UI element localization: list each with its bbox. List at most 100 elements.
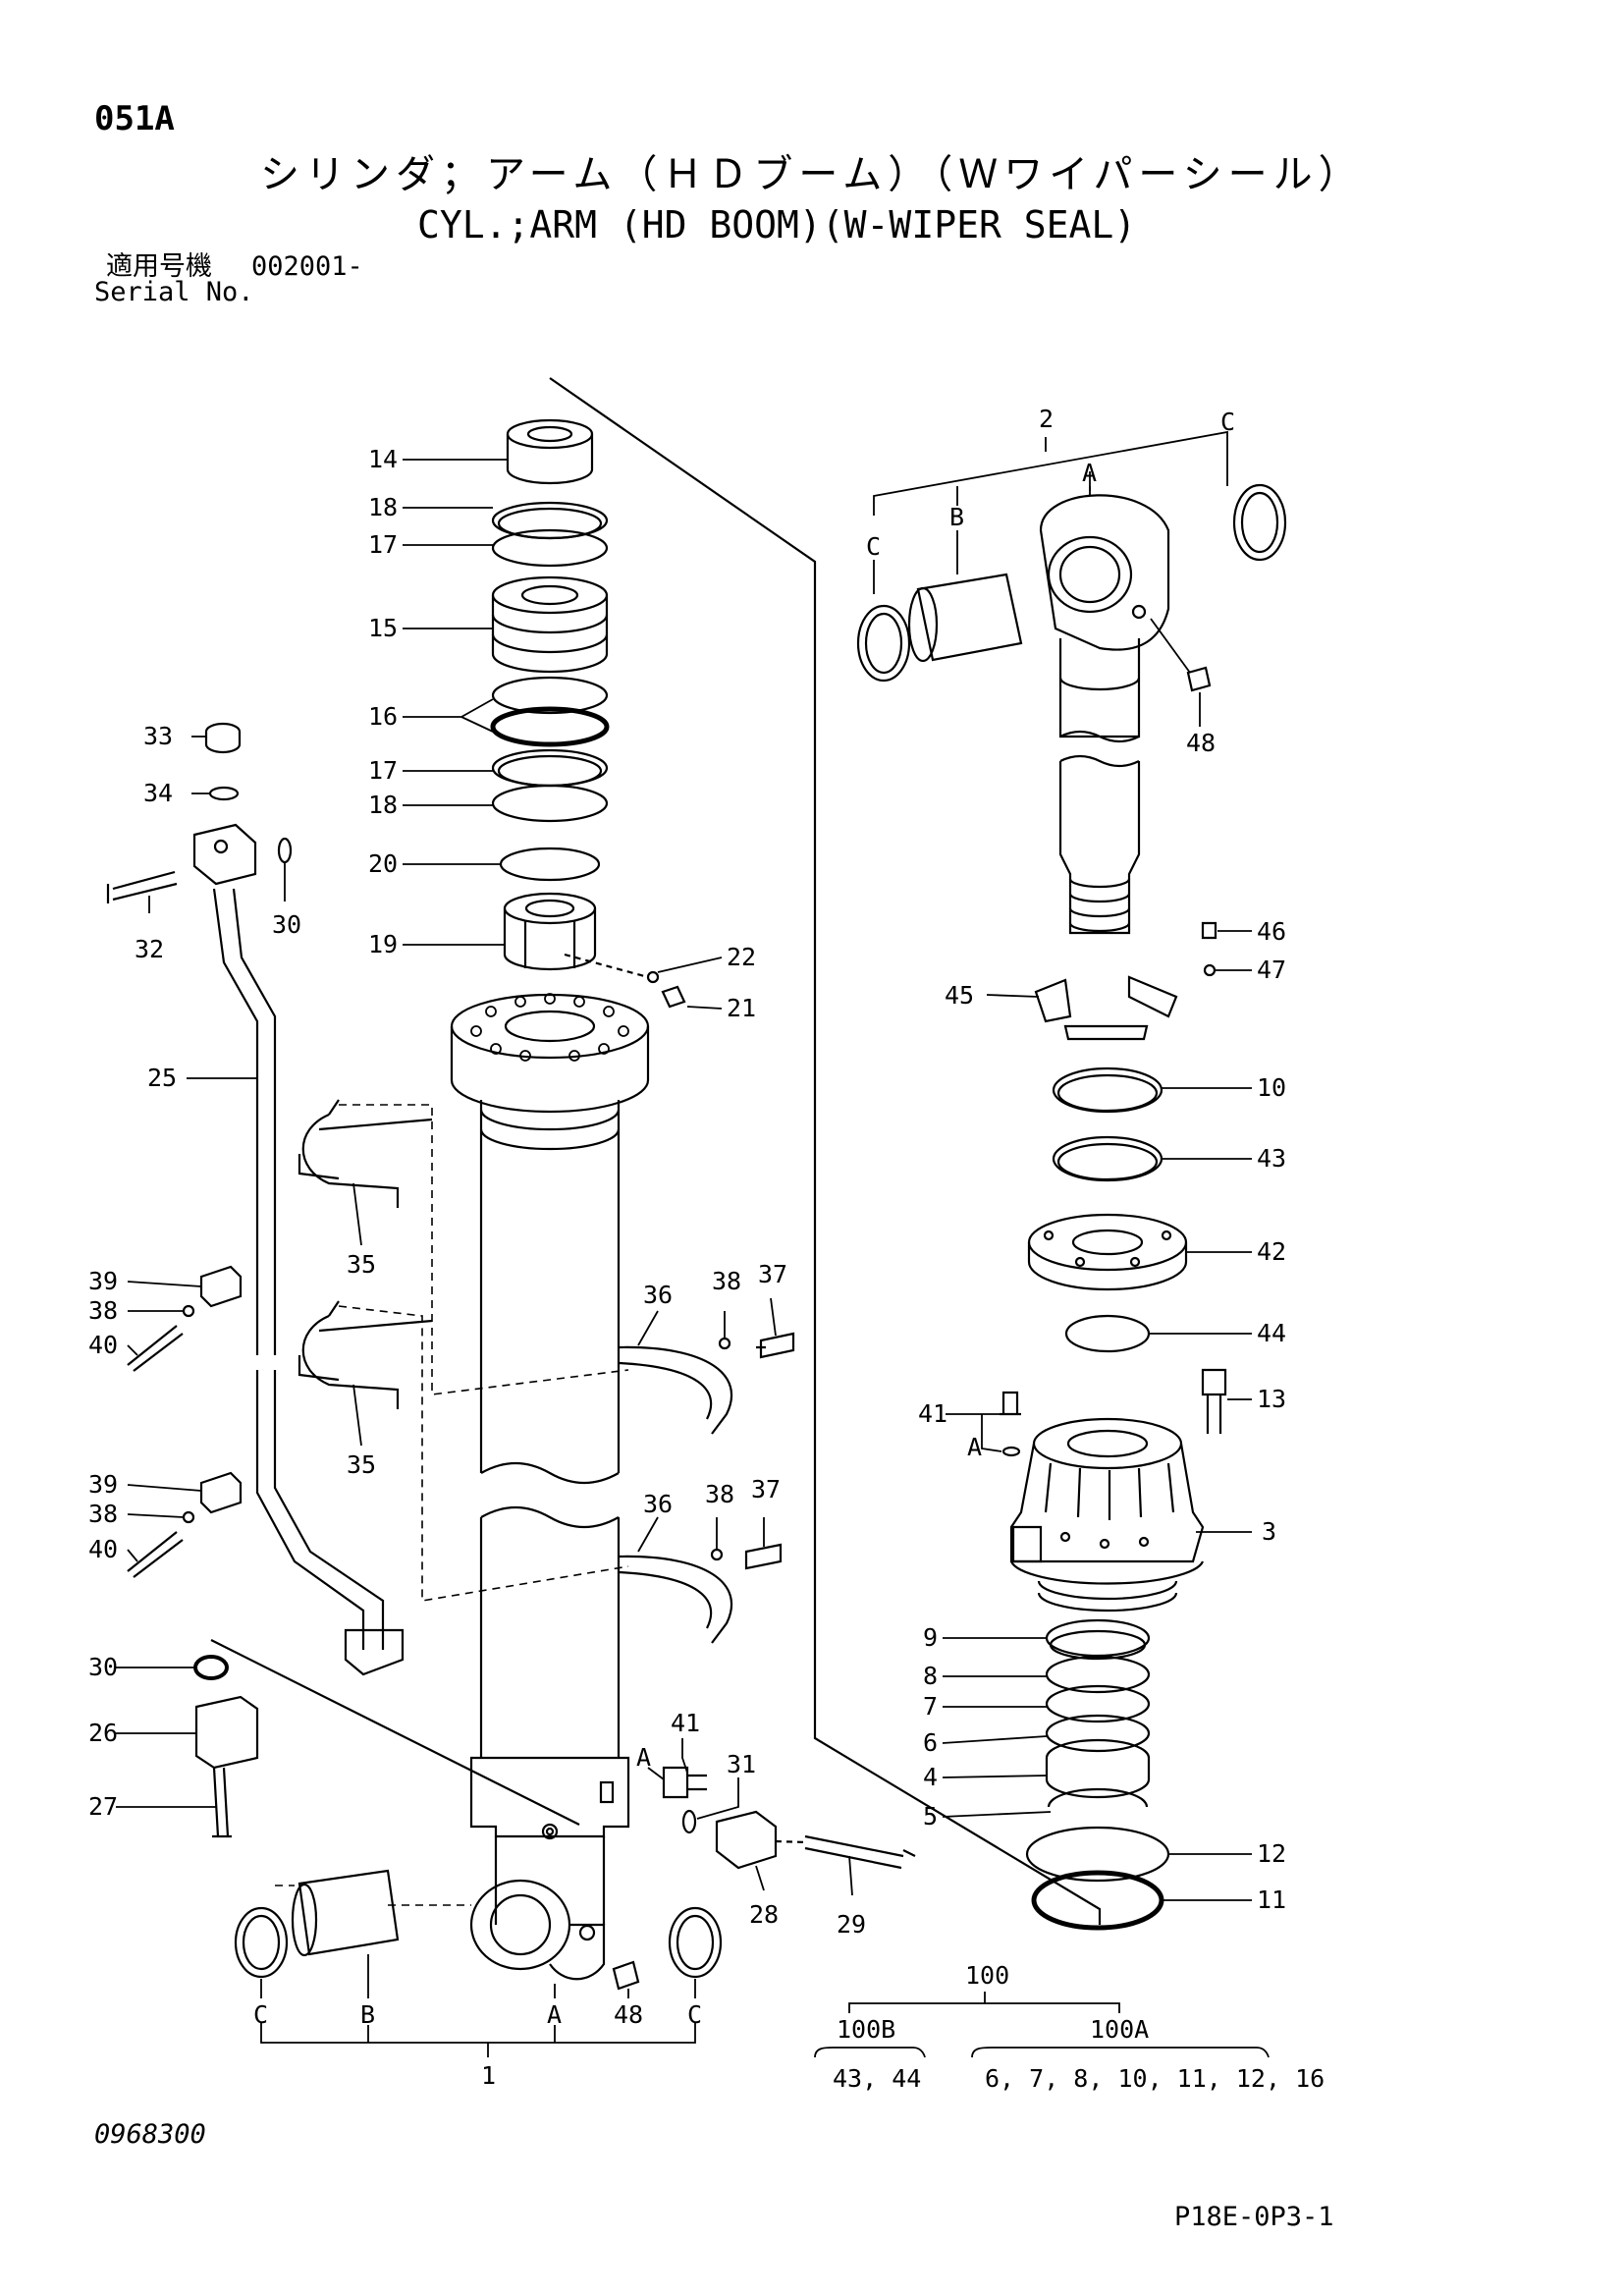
callout-39-lower: 39 — [88, 1470, 118, 1499]
kit-total: 100 — [965, 1961, 1009, 1990]
part-3-rod-cover — [1009, 1417, 1205, 1613]
part-47-washer — [1203, 963, 1217, 977]
callout-1: 1 — [481, 2061, 496, 2090]
callout-36-lower: 36 — [643, 1490, 673, 1518]
kit-a-label: 100A — [1090, 2015, 1149, 2044]
callout-c-upper-left: C — [866, 532, 881, 561]
callout-40: 40 — [88, 1331, 118, 1359]
part-35-clamp-lower — [301, 1300, 433, 1409]
callout-7: 7 — [923, 1692, 938, 1721]
callout-18-lower: 18 — [368, 791, 398, 819]
part-41-fitting — [662, 1766, 707, 1799]
callout-b-left: B — [360, 2000, 375, 2029]
part-31-oring — [681, 1809, 697, 1834]
part-17-ring — [491, 528, 609, 568]
piston-stack — [490, 418, 686, 1009]
part-48-grease-nipple — [612, 1960, 640, 1991]
callout-39: 39 — [88, 1267, 118, 1295]
part-18-ring-lower — [491, 784, 609, 823]
leader-lines — [116, 430, 1270, 2058]
callout-38: 38 — [88, 1296, 118, 1325]
part-c-seal-upper-right — [1232, 483, 1287, 562]
part-20-washer — [499, 847, 601, 882]
part-29-bolt — [804, 1834, 916, 1870]
part-42-cover — [1027, 1213, 1188, 1291]
callout-17-lower: 17 — [368, 756, 398, 785]
callout-45: 45 — [945, 981, 974, 1010]
part-15-piston — [491, 575, 609, 674]
page-code: 051A — [94, 99, 175, 138]
callout-26: 26 — [88, 1719, 118, 1747]
serial-number-value: 002001- — [251, 251, 363, 282]
callout-8: 8 — [923, 1662, 938, 1690]
cylinder-tube — [450, 993, 650, 1981]
part-13-bolt — [1201, 1368, 1227, 1434]
part-16-ring — [491, 676, 609, 715]
callout-18: 18 — [368, 493, 398, 521]
callout-a-upper: A — [1082, 459, 1097, 487]
callout-c-upper-right: C — [1220, 408, 1235, 436]
callout-17: 17 — [368, 530, 398, 559]
callout-9: 9 — [923, 1623, 938, 1652]
callout-40-lower: 40 — [88, 1535, 118, 1563]
callout-48: 48 — [614, 2000, 643, 2029]
part-b-bushing-upper — [916, 573, 1023, 662]
callout-38-right: 38 — [712, 1267, 741, 1295]
part-45-lock-right — [1127, 975, 1178, 1018]
assembly-boundary-lines — [210, 377, 1102, 1925]
callout-labels: 14 18 17 15 16 17 18 20 19 22 21 33 34 3… — [88, 405, 1286, 2090]
part-40-bolt-upper — [127, 1325, 184, 1372]
callout-19: 19 — [368, 930, 398, 958]
serial-label-japanese: 適用号機 — [106, 251, 212, 282]
part-39-block-upper — [199, 1265, 243, 1308]
part-36-band-lower — [618, 1555, 733, 1644]
callout-12: 12 — [1257, 1839, 1286, 1868]
callout-5: 5 — [923, 1802, 938, 1831]
part-9-ring — [1045, 1618, 1151, 1658]
callout-43: 43 — [1257, 1144, 1286, 1173]
callout-48-upper: 48 — [1186, 729, 1216, 757]
part-14-bushing — [506, 418, 594, 485]
part-35-clamp-upper — [301, 1099, 433, 1208]
part-34-oring — [208, 786, 240, 801]
part-37-bolt-upper — [756, 1332, 795, 1359]
part-c-seal-left — [234, 1906, 289, 1979]
callout-32: 32 — [135, 935, 164, 963]
part-28-flange — [715, 1810, 778, 1870]
part-26-block — [194, 1695, 259, 1770]
callout-6: 6 — [923, 1728, 938, 1757]
callout-20: 20 — [368, 849, 398, 878]
callout-42: 42 — [1257, 1237, 1286, 1266]
callout-22: 22 — [727, 943, 756, 971]
callout-28: 28 — [749, 1900, 779, 1929]
part-30-oring — [277, 837, 293, 864]
part-21-setscrew — [661, 985, 686, 1009]
callout-14: 14 — [368, 445, 398, 473]
callout-34: 34 — [143, 779, 173, 807]
callout-25: 25 — [147, 1064, 177, 1092]
piping-assembly — [106, 722, 916, 1991]
callout-3: 3 — [1262, 1517, 1276, 1546]
callout-29: 29 — [837, 1910, 866, 1939]
callout-36: 36 — [643, 1281, 673, 1309]
callout-38-right-lower: 38 — [705, 1480, 734, 1508]
callout-46: 46 — [1257, 917, 1286, 946]
kit-a-items: 6, 7, 8, 10, 11, 12, 16 — [985, 2064, 1325, 2093]
callout-21: 21 — [727, 994, 756, 1022]
callout-41-right: 41 — [918, 1399, 947, 1428]
callout-a-left: A — [547, 2000, 562, 2029]
callout-31: 31 — [727, 1750, 756, 1778]
part-c-seal-right — [668, 1906, 723, 1979]
part-44-seal — [1064, 1314, 1151, 1353]
part-19-nut — [503, 892, 597, 971]
kit-b-label: 100B — [837, 2015, 895, 2044]
part-30-oring-lower — [193, 1655, 229, 1680]
callout-30-lower: 30 — [88, 1653, 118, 1681]
part-7-ring — [1045, 1684, 1151, 1723]
callout-37: 37 — [758, 1260, 787, 1288]
part-27-bolt — [212, 1767, 232, 1838]
callout-47: 47 — [1257, 956, 1286, 984]
part-6-ring — [1045, 1714, 1151, 1753]
callout-44: 44 — [1257, 1319, 1286, 1347]
